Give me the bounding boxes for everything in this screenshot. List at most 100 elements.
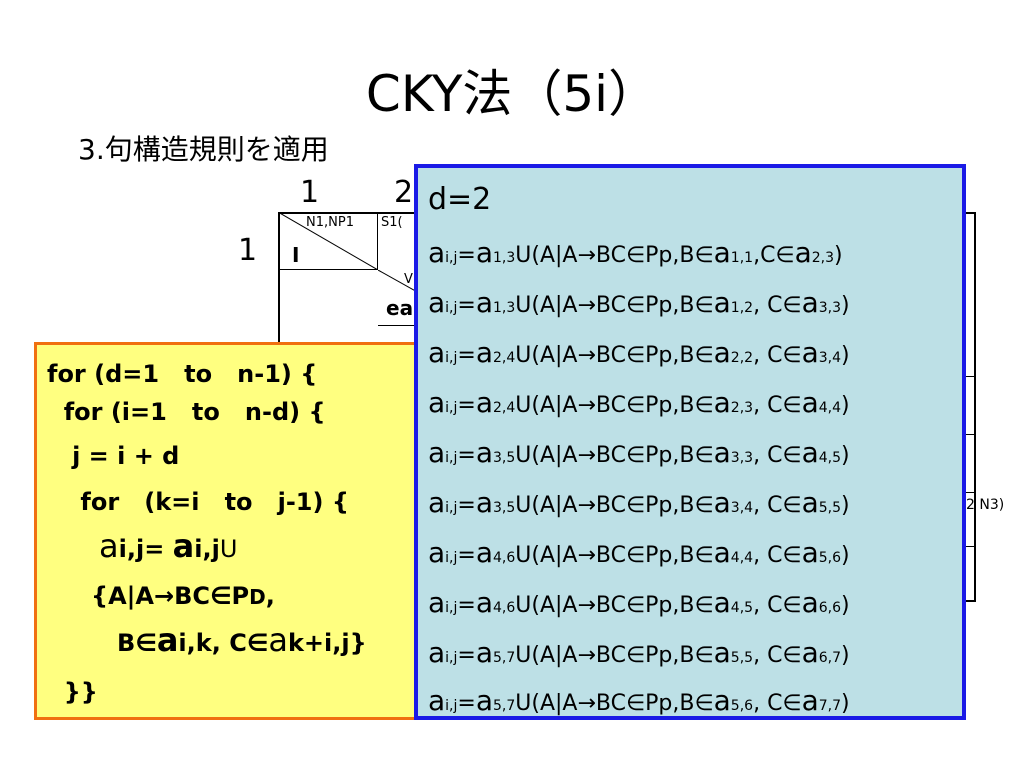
formula-c-member: C∈ bbox=[767, 343, 802, 368]
d-header: d=2 bbox=[428, 182, 492, 217]
formula-row: ai,j=a3,5U(A|A→BC∈Pp,B∈a3,3, C∈a4,5) bbox=[428, 438, 850, 473]
column-number-1: 1 bbox=[300, 175, 320, 210]
algo-line-8: }} bbox=[47, 678, 98, 706]
formula-subscript: 2,4 bbox=[493, 400, 516, 416]
formula-rule-text: U(A|A→BC∈Pp,B∈ bbox=[515, 343, 714, 368]
formula-a-symbol: a bbox=[428, 436, 446, 469]
formula-separator: , bbox=[753, 293, 768, 318]
algo-subscript: i,k bbox=[178, 629, 212, 657]
formula-a-symbol: a bbox=[713, 386, 731, 419]
formula-c-member: C∈ bbox=[767, 393, 802, 418]
formula-subscript: 4,4 bbox=[818, 400, 842, 416]
formula-subscript: 3,3 bbox=[818, 300, 842, 316]
formula-separator: , bbox=[753, 393, 768, 418]
formula-c-member: C∈ bbox=[767, 443, 802, 468]
formula-a-symbol: a bbox=[428, 236, 446, 269]
formula-subscript: 6,6 bbox=[818, 600, 842, 616]
algo-line-4: for (k=i to j-1) { bbox=[47, 488, 349, 516]
formula-subscript: 4,4 bbox=[730, 550, 754, 566]
formula-subscript: 2,2 bbox=[730, 350, 754, 366]
formula-rule-text: U(A|A→BC∈Pp,B∈ bbox=[515, 643, 714, 668]
formula-a-symbol: a bbox=[713, 536, 731, 569]
formula-row: ai,j=a3,5U(A|A→BC∈Pp,B∈a3,4, C∈a5,5) bbox=[428, 488, 850, 523]
formula-a-symbol: a bbox=[475, 586, 494, 619]
row-number-1: 1 bbox=[238, 233, 258, 268]
table-cell-1-1 bbox=[278, 212, 378, 270]
formula-a-symbol: a bbox=[794, 236, 812, 269]
formula-rule-text: U(A|A→BC∈Pp,B∈ bbox=[515, 443, 714, 468]
formula-subscript: 4,6 bbox=[493, 600, 516, 616]
cell-word-i: I bbox=[292, 243, 300, 267]
formula-a-symbol: a bbox=[713, 486, 731, 519]
formula-close-paren: ) bbox=[841, 393, 850, 418]
formula-subscript: 2,3 bbox=[730, 400, 754, 416]
slide-subtitle: 3.句構造規則を適用 bbox=[78, 133, 329, 166]
algo-subscript: D bbox=[249, 585, 266, 609]
formula-equals: = bbox=[457, 243, 476, 268]
formula-subscript: i,j bbox=[445, 698, 458, 714]
formula-subscript: i,j bbox=[445, 400, 458, 416]
formula-separator: , bbox=[753, 643, 768, 668]
slide-title: CKY法（5i） bbox=[365, 65, 659, 123]
algo-line-7: B∈ai,k, C∈ak+i,j} bbox=[117, 624, 367, 658]
formula-row: ai,j=a5,7U(A|A→BC∈Pp,B∈a5,6, C∈a7,7) bbox=[428, 686, 850, 721]
d2-formula-box: d=2 ai,j=a1,3U(A|A→BC∈Pp,B∈a1,1,C∈a2,3)a… bbox=[414, 164, 966, 720]
formula-separator: , bbox=[753, 443, 768, 468]
formula-rule-text: U(A|A→BC∈Pp,B∈ bbox=[515, 691, 714, 716]
cell-label-v: V bbox=[404, 272, 413, 287]
formula-a-symbol: a bbox=[801, 636, 819, 669]
formula-a-symbol: a bbox=[801, 386, 819, 419]
formula-rule-text: U(A|A→BC∈Pp,B∈ bbox=[515, 543, 714, 568]
formula-subscript: 3,3 bbox=[730, 450, 754, 466]
formula-c-member: C∈ bbox=[760, 243, 795, 268]
formula-a-symbol: a bbox=[713, 236, 731, 269]
formula-subscript: 4,5 bbox=[818, 450, 842, 466]
algo-a-symbol: a bbox=[268, 621, 288, 659]
formula-a-symbol: a bbox=[475, 536, 494, 569]
formula-a-symbol: a bbox=[713, 586, 731, 619]
formula-separator: , bbox=[753, 543, 768, 568]
formula-subscript: 3,5 bbox=[493, 450, 516, 466]
formula-subscript: i,j bbox=[445, 500, 458, 516]
algo-comma: , bbox=[265, 582, 275, 610]
formula-separator: , bbox=[753, 691, 768, 716]
formula-close-paren: ) bbox=[834, 243, 843, 268]
formula-equals: = bbox=[457, 493, 476, 518]
formula-equals: = bbox=[457, 393, 476, 418]
formula-close-paren: ) bbox=[841, 643, 850, 668]
formula-a-symbol: a bbox=[801, 536, 819, 569]
formula-a-symbol: a bbox=[475, 486, 494, 519]
formula-subscript: 4,5 bbox=[730, 600, 754, 616]
formula-subscript: 5,7 bbox=[493, 650, 516, 666]
formula-a-symbol: a bbox=[428, 586, 446, 619]
formula-a-symbol: a bbox=[475, 436, 494, 469]
column-number-2: 2 bbox=[394, 175, 414, 210]
formula-equals: = bbox=[457, 543, 476, 568]
formula-a-symbol: a bbox=[475, 286, 494, 319]
algo-a-symbol: a bbox=[172, 527, 195, 565]
formula-a-symbol: a bbox=[713, 286, 731, 319]
algo-line-2: for (i=1 to n-d) { bbox=[47, 398, 326, 426]
formula-subscript: 4,6 bbox=[493, 550, 516, 566]
formula-a-symbol: a bbox=[428, 486, 446, 519]
formula-subscript: i,j bbox=[445, 650, 458, 666]
algo-a-symbol: a bbox=[99, 527, 119, 565]
formula-rule-text: U(A|A→BC∈Pp,B∈ bbox=[515, 493, 714, 518]
formula-subscript: 2,4 bbox=[493, 350, 516, 366]
formula-subscript: 3,4 bbox=[818, 350, 842, 366]
formula-a-symbol: a bbox=[801, 336, 819, 369]
algorithm-box: for (d=1 to n-1) { for (i=1 to n-d) { j … bbox=[34, 342, 420, 720]
algo-a-symbol: a bbox=[156, 621, 179, 659]
algo-line-5: ai,j= ai,jU bbox=[99, 530, 238, 564]
formula-equals: = bbox=[457, 643, 476, 668]
formula-row: ai,j=a5,7U(A|A→BC∈Pp,B∈a5,5, C∈a6,7) bbox=[428, 638, 850, 673]
formula-a-symbol: a bbox=[801, 286, 819, 319]
formula-subscript: i,j bbox=[445, 600, 458, 616]
algo-union: U bbox=[219, 535, 238, 563]
formula-c-member: C∈ bbox=[767, 293, 802, 318]
cell-label-n1-np1: N1,NP1 bbox=[306, 215, 354, 230]
formula-separator: , bbox=[753, 493, 768, 518]
formula-a-symbol: a bbox=[713, 636, 731, 669]
formula-close-paren: ) bbox=[841, 691, 850, 716]
formula-equals: = bbox=[457, 593, 476, 618]
